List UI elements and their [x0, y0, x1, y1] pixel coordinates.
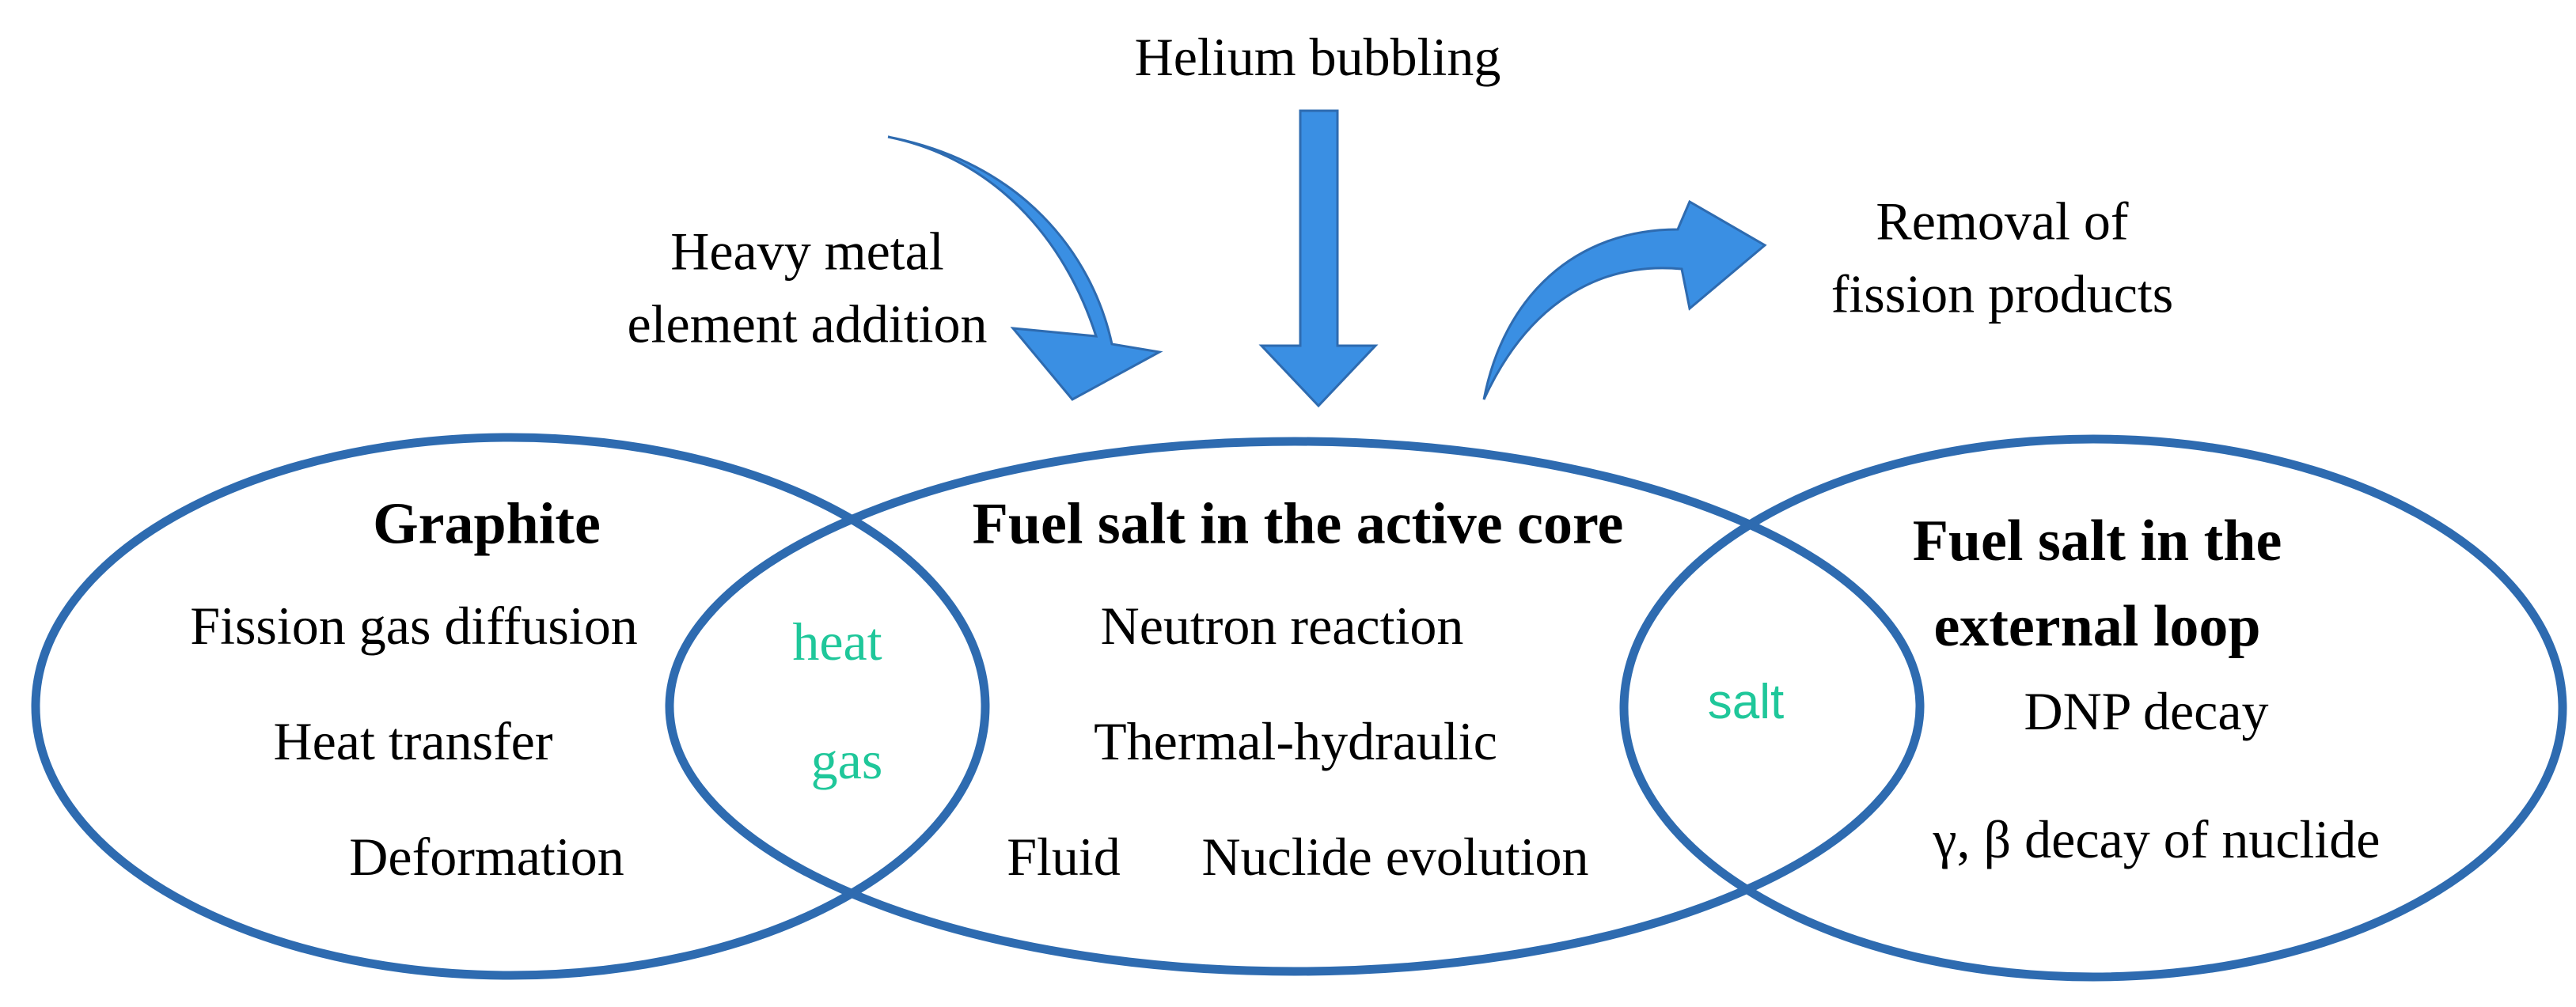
overlap-salt: salt: [1707, 674, 1785, 729]
core-title: Fuel salt in the active core: [972, 491, 1624, 557]
graphite-item-fission-gas: Fission gas diffusion: [190, 596, 638, 657]
graphite-ellipse: [31, 433, 990, 980]
graphite-item-deformation: Deformation: [349, 827, 624, 888]
core-item-thermal: Thermal-hydraulic: [1094, 711, 1497, 772]
helium-arrow: [1258, 109, 1379, 408]
overlap-heat: heat: [792, 611, 882, 672]
removal-arrow: [1482, 199, 1767, 400]
external-item-dnp: DNP decay: [2024, 681, 2269, 742]
heavy-metal-arrow: [887, 135, 1163, 401]
overlap-gas: gas: [810, 730, 883, 791]
removal-label: Removal of fission products: [1831, 191, 2174, 324]
core-item-neutron: Neutron reaction: [1100, 596, 1464, 657]
heavy-metal-label: Heavy metal element addition: [627, 221, 988, 354]
core-item-fluid: Fluid: [1007, 827, 1121, 888]
active-core-ellipse: [665, 437, 1925, 976]
graphite-item-heat-transfer: Heat transfer: [273, 711, 553, 772]
external-loop-ellipse: [1619, 434, 2567, 982]
graphite-title: Graphite: [373, 491, 601, 557]
core-item-nuclide: Nuclide evolution: [1201, 827, 1589, 888]
helium-label: Helium bubbling: [1134, 27, 1501, 88]
external-title: Fuel salt in the external loop: [1912, 509, 2282, 659]
external-item-decay: γ, β decay of nuclide: [1933, 809, 2381, 870]
